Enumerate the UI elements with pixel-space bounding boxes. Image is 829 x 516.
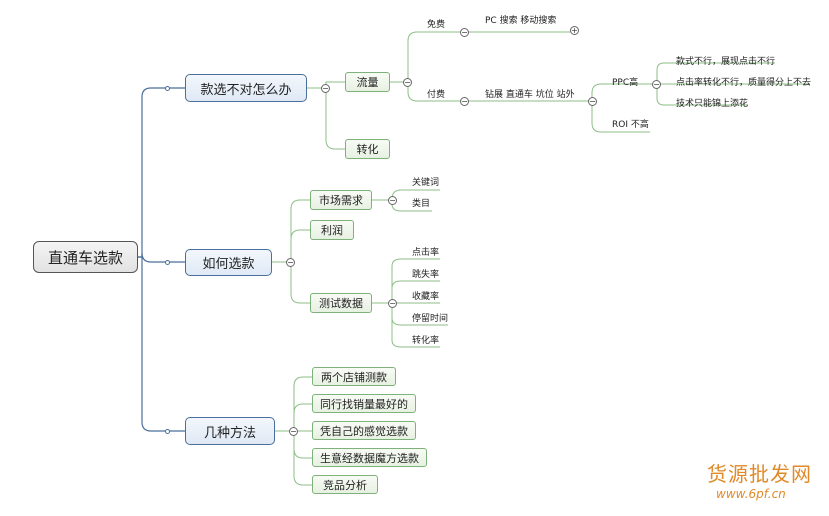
- method-item[interactable]: 同行找销量最好的: [312, 394, 416, 413]
- branch-dot: [165, 260, 170, 265]
- method-item[interactable]: 竞品分析: [312, 475, 378, 494]
- leaf-ppc-item: 点击率转化不行，质量得分上不去: [676, 78, 812, 88]
- method-item[interactable]: 两个店铺测款: [312, 367, 396, 386]
- method-label: 生意经数据魔方选款: [320, 451, 419, 465]
- watermark-title: 货源批发网: [707, 462, 812, 486]
- branch-dot: [165, 86, 170, 91]
- collapse-toggle[interactable]: −: [321, 84, 330, 93]
- method-label: 两个店铺测款: [321, 370, 387, 384]
- collapse-toggle[interactable]: −: [388, 196, 397, 205]
- branch-node-choose-wrong[interactable]: 款选不对怎么办: [185, 74, 307, 102]
- leaf-ppc-item: 款式不行，展现点击不行: [676, 57, 776, 67]
- leaf-roi-low: ROI 不高: [612, 120, 649, 130]
- topic-label: 流量: [356, 76, 379, 89]
- leaf-ppc-high: PPC高: [612, 78, 639, 88]
- leaf-free-detail: PC 搜索 移动搜索: [485, 16, 557, 26]
- branch-label: 如何选款: [202, 257, 255, 272]
- topic-market-demand[interactable]: 市场需求: [310, 190, 372, 210]
- leaf-test-metric: 转化率: [412, 336, 440, 346]
- leaf-test-metric: 停留时间: [412, 314, 449, 324]
- method-item[interactable]: 生意经数据魔方选款: [312, 448, 427, 467]
- collapse-toggle[interactable]: −: [652, 80, 661, 89]
- expand-toggle[interactable]: +: [570, 26, 579, 35]
- collapse-toggle[interactable]: −: [289, 427, 298, 436]
- collapse-toggle[interactable]: −: [460, 28, 469, 37]
- topic-label: 转化: [356, 143, 379, 156]
- topic-profit[interactable]: 利润: [310, 220, 354, 240]
- leaf-paid: 付费: [427, 90, 446, 100]
- collapse-toggle[interactable]: −: [388, 299, 397, 308]
- topic-test-data[interactable]: 测试数据: [310, 293, 372, 313]
- topic-label: 测试数据: [319, 297, 363, 310]
- method-label: 同行找销量最好的: [320, 397, 408, 411]
- collapse-toggle[interactable]: −: [286, 258, 295, 267]
- topic-traffic[interactable]: 流量: [345, 72, 390, 92]
- method-label: 竞品分析: [323, 478, 367, 492]
- branch-dot: [165, 429, 170, 434]
- leaf-free: 免费: [427, 20, 446, 30]
- root-node[interactable]: 直通车选款: [33, 241, 138, 273]
- method-item[interactable]: 凭自己的感觉选款: [312, 421, 416, 440]
- leaf-paid-detail: 钻展 直通车 坑位 站外: [485, 90, 575, 100]
- branch-node-methods[interactable]: 几种方法: [185, 417, 275, 445]
- leaf-ppc-item: 技术只能锦上添花: [676, 99, 749, 109]
- watermark-url: www.6pf.cn: [716, 487, 786, 501]
- branch-label: 几种方法: [203, 425, 256, 441]
- root-label: 直通车选款: [47, 248, 123, 267]
- leaf-keyword: 关键词: [412, 178, 440, 188]
- collapse-toggle[interactable]: −: [460, 97, 469, 106]
- collapse-toggle[interactable]: −: [588, 97, 597, 106]
- leaf-category: 类目: [412, 199, 431, 209]
- leaf-test-metric: 收藏率: [412, 292, 440, 302]
- topic-label: 利润: [321, 224, 343, 237]
- branch-node-how-to-choose[interactable]: 如何选款: [185, 249, 272, 276]
- leaf-test-metric: 跳失率: [412, 270, 440, 280]
- branch-label: 款选不对怎么办: [200, 82, 292, 98]
- collapse-toggle[interactable]: −: [403, 78, 412, 87]
- topic-conversion[interactable]: 转化: [345, 139, 390, 159]
- topic-label: 市场需求: [319, 194, 363, 207]
- method-label: 凭自己的感觉选款: [320, 424, 408, 438]
- leaf-test-metric: 点击率: [412, 248, 440, 258]
